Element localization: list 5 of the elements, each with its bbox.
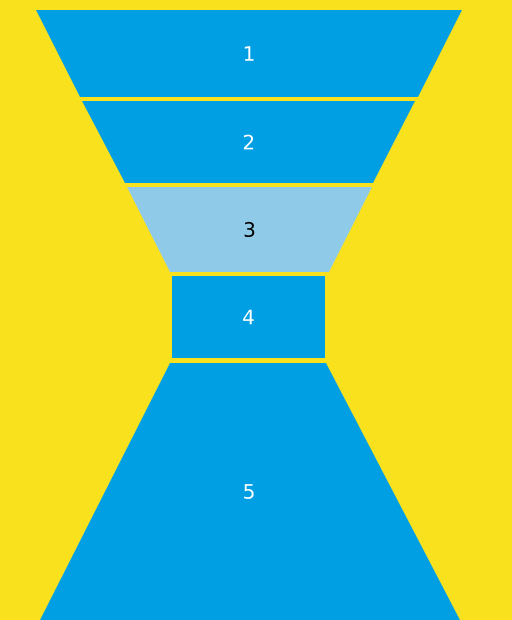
trapezoid-segment: 3 [127,187,372,272]
rectangle-segment: 4 [172,276,325,358]
trapezoid-segment: 5 [40,363,460,620]
trapezoid-segment: 1 [36,10,462,97]
trapezoid-segment: 2 [82,101,415,183]
